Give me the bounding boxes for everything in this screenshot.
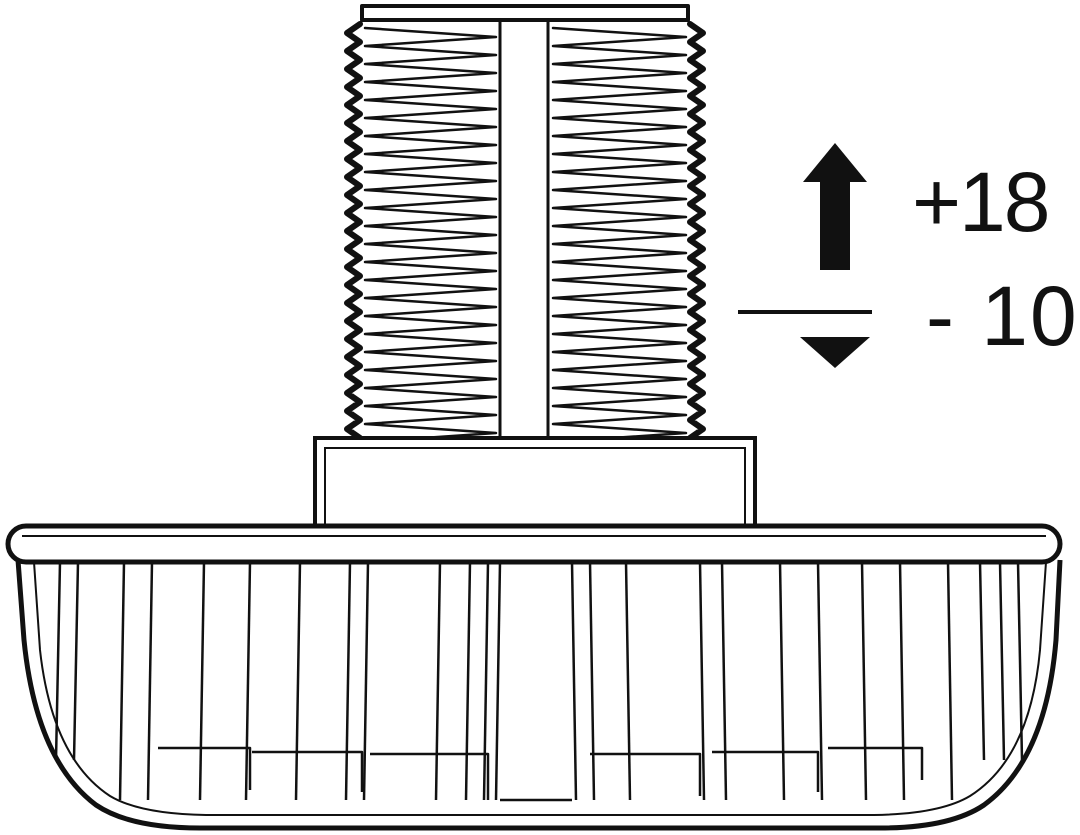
hub-inner	[324, 447, 746, 531]
stud-helix-right	[551, 26, 688, 444]
height-indicator	[738, 143, 872, 368]
threaded-stud	[344, 4, 706, 444]
base-rib	[624, 561, 632, 801]
base-floor-step	[252, 750, 364, 792]
foot-base	[5, 523, 1063, 831]
base-rib	[54, 561, 62, 761]
base-rib	[464, 561, 472, 801]
height-up-label: +18	[912, 155, 1050, 249]
base-floor-step	[712, 750, 820, 792]
base-rib	[118, 561, 126, 801]
base-floor-step	[158, 746, 252, 790]
base-rib	[294, 561, 302, 801]
base-rib	[816, 561, 824, 801]
base-rib	[72, 561, 80, 761]
base-rib	[778, 561, 786, 801]
base-rib	[362, 561, 370, 801]
base-rib	[344, 561, 352, 801]
arrow-up-icon	[803, 143, 867, 270]
base-ribs	[54, 561, 1024, 801]
base-floor	[158, 746, 924, 802]
base-rib	[570, 561, 578, 801]
base-rib	[434, 561, 442, 801]
base-rib	[898, 561, 906, 801]
base-rib	[588, 561, 596, 801]
height-down-label: - 10	[926, 269, 1079, 363]
base-bowl-outer	[15, 559, 1063, 831]
stud-thread-left	[344, 21, 363, 441]
base-bowl-inner	[33, 561, 1047, 816]
base-rim	[5, 523, 1063, 565]
base-rib	[860, 561, 868, 801]
base-rib	[1016, 561, 1024, 761]
base-floor-step	[590, 752, 702, 796]
base-floor-step	[370, 752, 490, 800]
triangle-down-icon	[800, 337, 870, 368]
base-rib	[494, 561, 502, 801]
base-rib	[698, 561, 706, 801]
base-rib	[946, 561, 954, 801]
stud-top-cap	[360, 4, 690, 22]
stud-helix-left	[363, 26, 498, 444]
base-rib	[198, 561, 206, 801]
foot-hub	[313, 436, 757, 532]
base-rib	[720, 561, 728, 801]
base-floor-step	[828, 746, 924, 780]
base-rib	[244, 561, 252, 801]
stud-thread-right	[687, 21, 706, 441]
base-rib	[998, 561, 1006, 761]
base-rib	[978, 561, 986, 761]
base-rib	[146, 561, 154, 801]
base-rib	[482, 561, 490, 801]
